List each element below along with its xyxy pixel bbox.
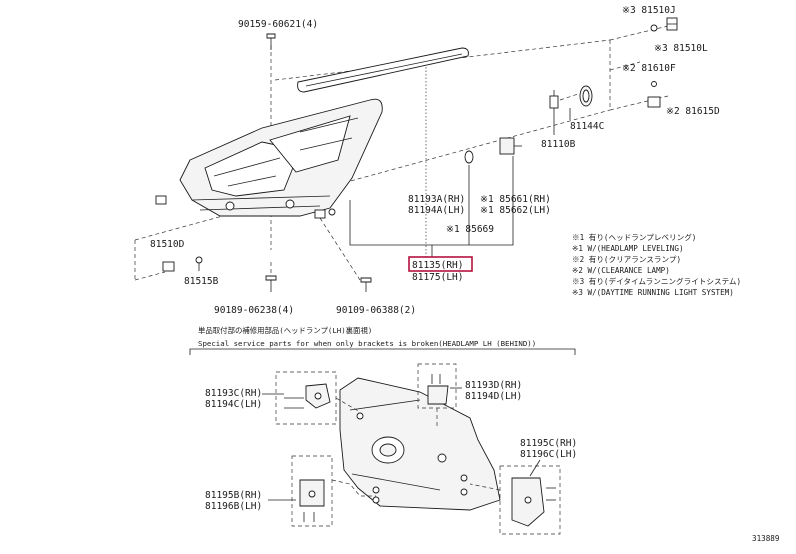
label-81194D[interactable]: 81194D(LH): [465, 391, 522, 402]
fasteners-top[interactable]: [162, 33, 372, 292]
part-labels-bottom: 81193C(RH) 81194C(LH) 81193D(RH) 81194D(…: [205, 380, 577, 512]
note-line-4: ※2 W/(CLEARANCE LAMP): [572, 266, 670, 275]
service-title-en: Special service parts for when only brac…: [198, 339, 536, 348]
label-90159[interactable]: 90159-60621(4): [238, 19, 318, 30]
headlamp-assembly[interactable]: [155, 47, 469, 219]
label-90109[interactable]: 90109-06388(2): [336, 305, 416, 316]
label-81615D[interactable]: ※2 81615D: [666, 106, 720, 117]
figure-code: 313889: [752, 534, 780, 543]
notes-legend: ※1 有り(ヘッドランプレベリング) ※1 W/(HEADLAMP LEVELI…: [572, 232, 741, 297]
part-labels-top: 90159-60621(4) ※3 81510J ※3 81510L ※2 81…: [150, 5, 720, 316]
housing-rear-view[interactable]: [339, 377, 501, 511]
note-line-3: ※2 有り(クリアランスランプ): [572, 254, 681, 264]
label-81196C[interactable]: 81196C(LH): [520, 449, 577, 460]
label-85662[interactable]: ※1 85662(LH): [480, 205, 551, 216]
note-line-2: ※1 W/(HEADLAMP LEVELING): [572, 244, 684, 253]
label-81135[interactable]: 81135(RH): [412, 260, 463, 271]
service-section: 単品取付部の補修用部品(ヘッドランプ(LH)裏面視) Special servi…: [189, 326, 576, 355]
label-85661[interactable]: ※1 85661(RH): [480, 194, 551, 205]
label-81194C[interactable]: 81194C(LH): [205, 399, 262, 410]
highlight-box[interactable]: [408, 256, 473, 272]
label-leaders-top: [349, 108, 571, 257]
label-81194A[interactable]: 81194A(LH): [408, 205, 465, 216]
note-line-6: ※3 W/(DAYTIME RUNNING LIGHT SYSTEM): [572, 288, 734, 297]
label-81196B[interactable]: 81196B(LH): [205, 501, 262, 512]
label-81110B[interactable]: 81110B: [541, 139, 576, 150]
service-title-jp: 単品取付部の補修用部品(ヘッドランプ(LH)裏面視): [198, 326, 372, 335]
label-81510D[interactable]: 81510D: [150, 239, 185, 250]
label-81193C[interactable]: 81193C(RH): [205, 388, 262, 399]
label-leaders-bottom: [262, 387, 541, 501]
label-81175[interactable]: 81175(LH): [412, 272, 463, 283]
label-81144C[interactable]: 81144C: [570, 121, 604, 132]
label-81195B[interactable]: 81195B(RH): [205, 490, 262, 501]
small-parts-right[interactable]: [464, 17, 678, 164]
label-81193A[interactable]: 81193A(RH): [408, 194, 465, 205]
label-85669[interactable]: ※1 85669: [446, 224, 494, 235]
note-line-1: ※1 有り(ヘッドランプレベリング): [572, 232, 696, 242]
label-90189[interactable]: 90189-06238(4): [214, 305, 294, 316]
label-81195C[interactable]: 81195C(RH): [520, 438, 577, 449]
label-81510J[interactable]: ※3 81510J: [622, 5, 676, 16]
label-81510L[interactable]: ※3 81510L: [654, 43, 708, 54]
label-81610F[interactable]: ※2 81610F: [622, 63, 676, 74]
label-81193D[interactable]: 81193D(RH): [465, 380, 522, 391]
detail-boxes: [275, 363, 561, 535]
note-line-5: ※3 有り(デイタイムランニングライトシステム): [572, 276, 741, 286]
brackets[interactable]: [284, 374, 556, 527]
label-81515B[interactable]: 81515B: [184, 276, 219, 287]
